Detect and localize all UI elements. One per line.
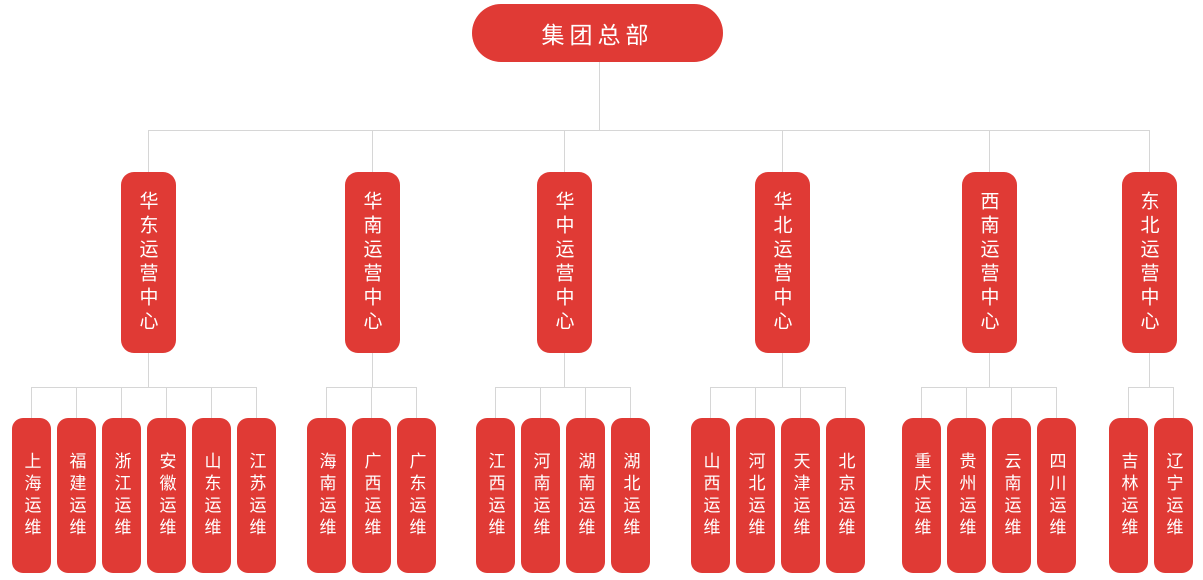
center-node-label: 东北运营中心	[1137, 190, 1160, 335]
unit-node-southwest-1[interactable]: 重庆运维	[901, 418, 941, 573]
unit-node-label: 重庆运维	[910, 451, 931, 540]
unit-node-label: 广东运维	[405, 451, 426, 540]
unit-node-label: 福建运维	[65, 451, 86, 540]
unit-node-southwest-4[interactable]: 四川运维	[1036, 418, 1076, 573]
unit-node-label: 湖南运维	[574, 451, 595, 540]
unit-node-central-2[interactable]: 河南运维	[520, 418, 560, 573]
center-node-east[interactable]: 华东运营中心	[120, 172, 176, 353]
unit-node-label: 上海运维	[20, 451, 41, 540]
unit-node-east-3[interactable]: 浙江运维	[101, 418, 141, 573]
unit-node-central-4[interactable]: 湖北运维	[610, 418, 650, 573]
unit-node-label: 浙江运维	[110, 451, 131, 540]
unit-node-southwest-3[interactable]: 云南运维	[991, 418, 1031, 573]
unit-node-label: 河南运维	[529, 451, 550, 540]
root-node-group-headquarters[interactable]: 集团总部	[472, 4, 723, 62]
unit-node-south-3[interactable]: 广东运维	[396, 418, 436, 573]
unit-node-label: 天津运维	[789, 451, 810, 540]
unit-node-southwest-2[interactable]: 贵州运维	[946, 418, 986, 573]
unit-node-east-1[interactable]: 上海运维	[11, 418, 51, 573]
unit-node-label: 山东运维	[200, 451, 221, 540]
unit-node-label: 贵州运维	[955, 451, 976, 540]
unit-node-north-2[interactable]: 河北运维	[735, 418, 775, 573]
unit-node-label: 江西运维	[484, 451, 505, 540]
center-node-label: 西南运营中心	[977, 190, 1000, 335]
unit-node-east-6[interactable]: 江苏运维	[236, 418, 276, 573]
center-node-label: 华东运营中心	[136, 190, 159, 335]
unit-node-label: 北京运维	[834, 451, 855, 540]
center-node-label: 华北运营中心	[770, 190, 793, 335]
unit-node-northeast-1[interactable]: 吉林运维	[1108, 418, 1148, 573]
unit-node-label: 四川运维	[1045, 451, 1066, 540]
root-node-label: 集团总部	[541, 23, 654, 49]
unit-node-east-4[interactable]: 安徽运维	[146, 418, 186, 573]
unit-node-north-1[interactable]: 山西运维	[690, 418, 730, 573]
unit-node-central-1[interactable]: 江西运维	[475, 418, 515, 573]
center-node-label: 华南运营中心	[360, 190, 383, 335]
unit-node-label: 吉林运维	[1117, 451, 1138, 540]
unit-node-north-4[interactable]: 北京运维	[825, 418, 865, 573]
unit-node-label: 云南运维	[1000, 451, 1021, 540]
unit-node-label: 河北运维	[744, 451, 765, 540]
unit-node-label: 辽宁运维	[1162, 451, 1183, 540]
unit-node-label: 海南运维	[315, 451, 336, 540]
center-node-northeast[interactable]: 东北运营中心	[1121, 172, 1177, 353]
unit-node-northeast-2[interactable]: 辽宁运维	[1153, 418, 1193, 573]
unit-node-label: 江苏运维	[245, 451, 266, 540]
unit-node-north-3[interactable]: 天津运维	[780, 418, 820, 573]
unit-node-label: 广西运维	[360, 451, 381, 540]
unit-node-central-3[interactable]: 湖南运维	[565, 418, 605, 573]
unit-node-east-5[interactable]: 山东运维	[191, 418, 231, 573]
unit-node-east-2[interactable]: 福建运维	[56, 418, 96, 573]
center-node-central[interactable]: 华中运营中心	[536, 172, 592, 353]
center-node-label: 华中运营中心	[552, 190, 575, 335]
center-node-south[interactable]: 华南运营中心	[344, 172, 400, 353]
unit-node-label: 安徽运维	[155, 451, 176, 540]
unit-node-south-2[interactable]: 广西运维	[351, 418, 391, 573]
center-node-southwest[interactable]: 西南运营中心	[961, 172, 1017, 353]
unit-node-label: 湖北运维	[619, 451, 640, 540]
unit-node-label: 山西运维	[699, 451, 720, 540]
center-node-north[interactable]: 华北运营中心	[754, 172, 810, 353]
unit-node-south-1[interactable]: 海南运维	[306, 418, 346, 573]
